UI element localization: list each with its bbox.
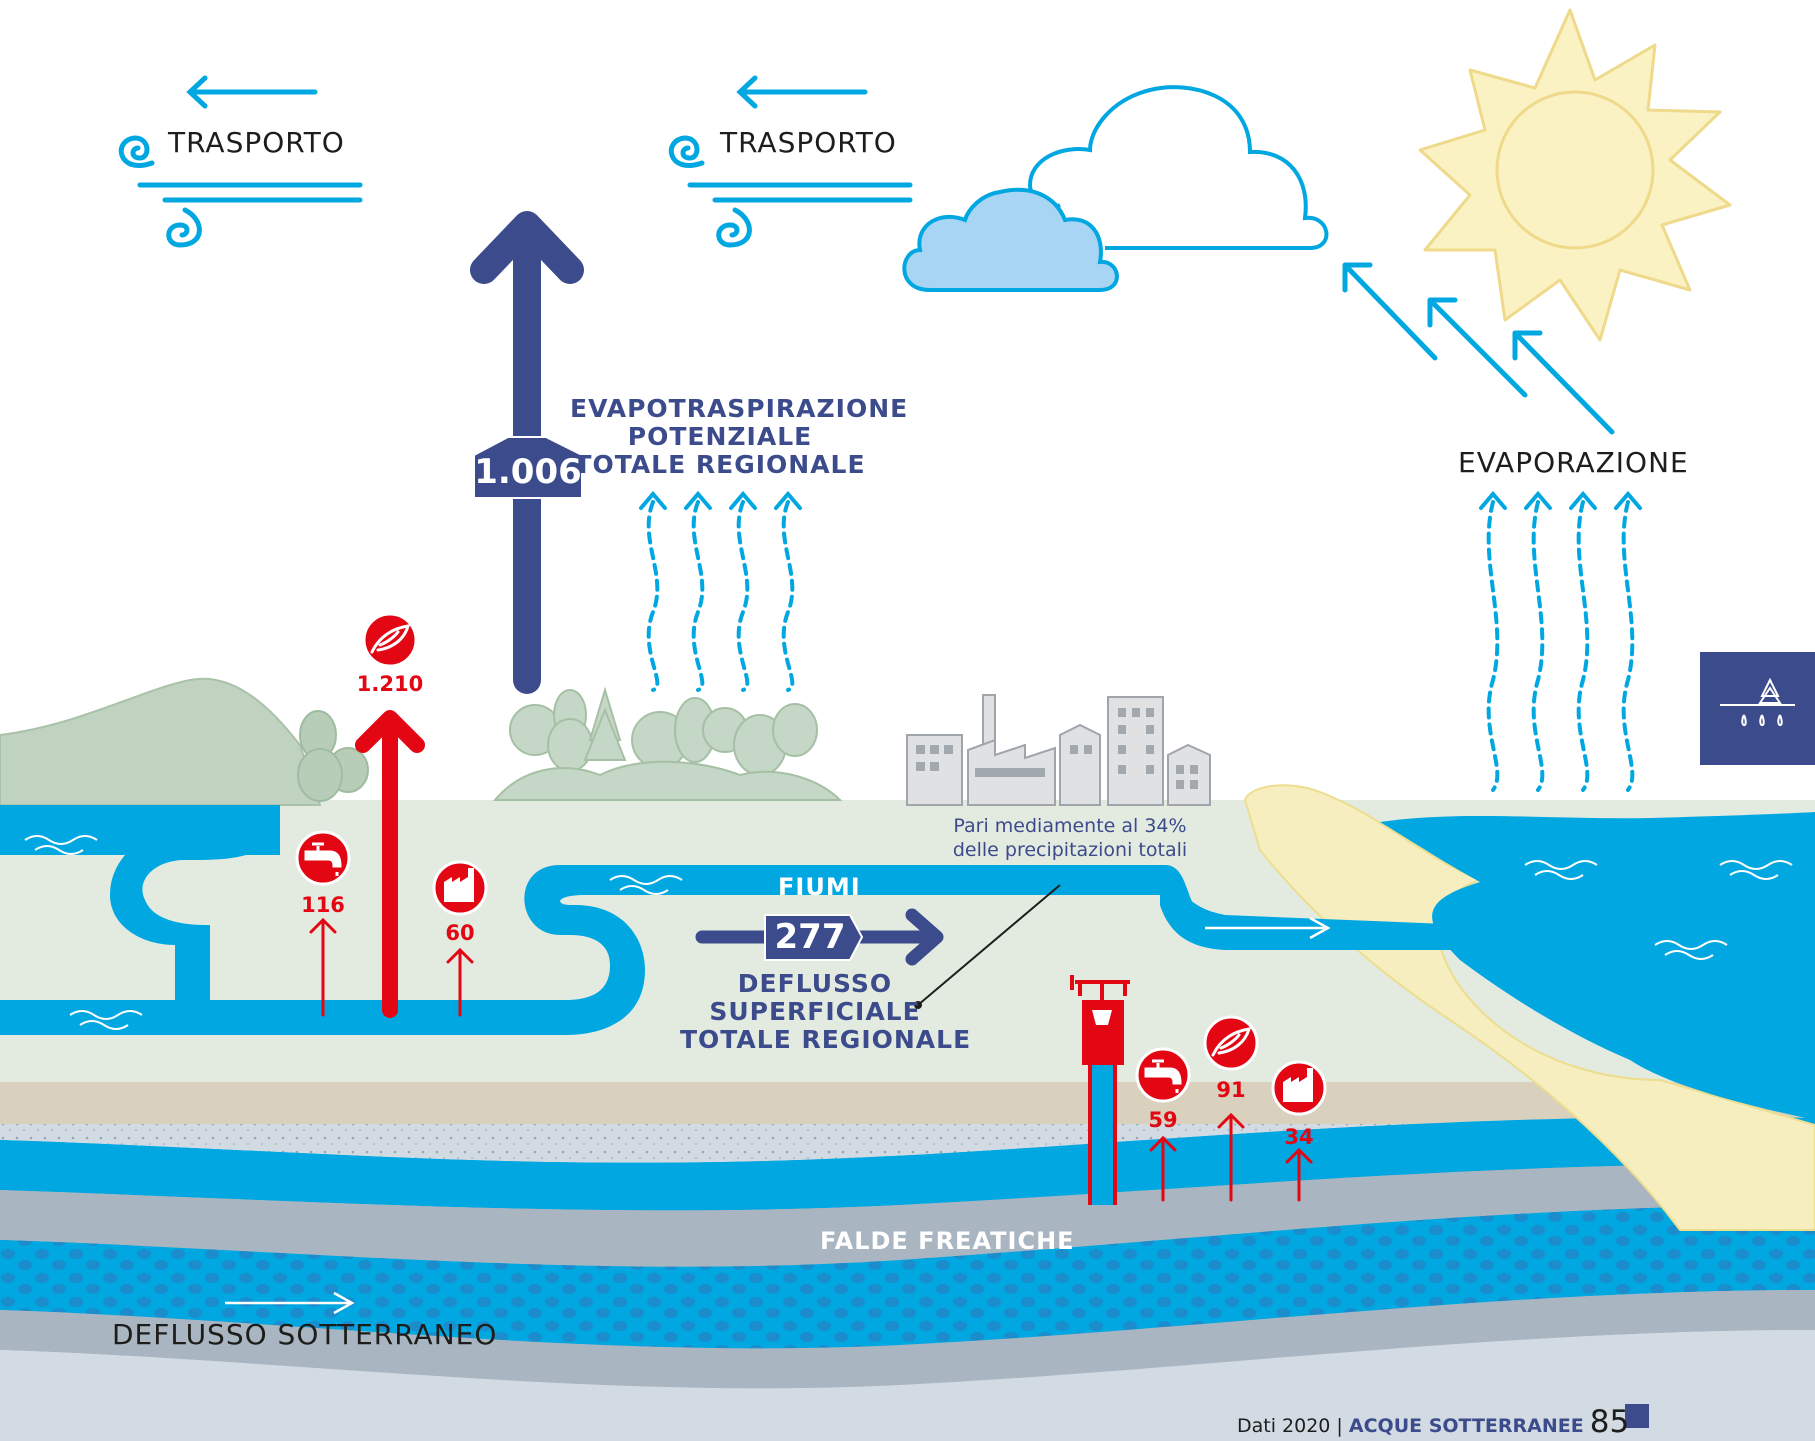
factory-icon-ground <box>1271 1060 1327 1116</box>
beach <box>1243 784 1815 1231</box>
transport-label-left: TRASPORTO <box>168 126 345 159</box>
withdrawal-arrows <box>309 710 1313 1202</box>
well-icon <box>1070 975 1130 1205</box>
groundwater-flow-label: DEFLUSSO SOTTERRANEO <box>112 1318 498 1351</box>
irrigation-icon-ground <box>1203 1015 1259 1071</box>
irrigation-icon-surface <box>362 612 418 668</box>
sun-icon <box>1418 8 1732 342</box>
surface-industrial-value: 60 <box>445 921 475 945</box>
flow-arrow-river <box>1205 916 1331 940</box>
tap-icon-surface <box>295 830 351 886</box>
transport-label-middle: TRASPORTO <box>720 126 897 159</box>
footer-prefix: Dati 2020 | <box>1237 1415 1349 1437</box>
lowest-rock <box>0 1290 1815 1389</box>
evapotranspiration-line-3: TOTALE REGIONALE <box>574 450 866 479</box>
evaporation-arrows <box>1342 262 1615 435</box>
factory-windows <box>916 708 1198 789</box>
wind-icon-left <box>118 75 363 248</box>
note-leader-line <box>914 884 1061 1009</box>
runoff-note: Pari mediamente al 34% delle precipitazi… <box>940 814 1200 862</box>
evapotranspiration-label: EVAPOTRASPIRAZIONE POTENZIALE TOTALE REG… <box>570 394 909 479</box>
footer-section: ACQUE SOTTERRANEE <box>1348 1415 1584 1437</box>
runoff-value: 277 <box>774 917 846 957</box>
waves <box>24 835 1793 1030</box>
cloud-white <box>1027 85 1329 250</box>
factory-icon-surface <box>432 860 488 916</box>
runoff-line-2: SUPERFICIALE <box>709 997 921 1026</box>
soil-band <box>0 1082 1815 1124</box>
wind-icon-middle <box>668 75 913 248</box>
evaporation-dashed-arrows <box>1486 500 1635 792</box>
tree-water-icon <box>1720 677 1795 706</box>
rivers-label: FIUMI <box>778 873 861 901</box>
surface-irrigation-value: 1.210 <box>356 672 424 696</box>
evapotranspiration-line-2: POTENZIALE <box>627 422 813 451</box>
sea <box>1380 812 1815 1120</box>
ground-civil-value: 59 <box>1148 1108 1178 1132</box>
footer-square <box>1625 1404 1649 1428</box>
page-number: 85 <box>1589 1404 1630 1440</box>
runoff-badge <box>764 914 864 961</box>
footer: Dati 2020 | ACQUE SOTTERRANEE 85 <box>1237 1404 1629 1440</box>
section-tab[interactable] <box>1700 652 1815 765</box>
runoff-line-1: DEFLUSSO <box>737 969 893 998</box>
evapotranspiration-dashed-arrows <box>646 500 795 692</box>
ground-industrial-value: 34 <box>1284 1125 1314 1149</box>
evapotranspiration-value: 1.006 <box>474 452 582 492</box>
evapotranspiration-line-1: EVAPOTRASPIRAZIONE <box>570 394 909 423</box>
runoff-line-3: TOTALE REGIONALE <box>680 1025 972 1054</box>
flow-arrow-groundwater <box>225 1291 355 1315</box>
lake-river <box>0 805 1215 1035</box>
runoff-note-line-1: Pari mediamente al 34% <box>953 815 1187 837</box>
evaporation-label: EVAPORAZIONE <box>1458 446 1689 479</box>
surface-civil-value: 116 <box>301 893 345 917</box>
cloud-blue <box>902 187 1119 292</box>
lower-gravel-lines <box>0 1164 1815 1267</box>
hill <box>0 677 322 806</box>
ground-irrigation-value: 91 <box>1216 1078 1246 1102</box>
evapotranspiration-badge <box>473 436 583 499</box>
trees-left <box>297 710 369 802</box>
aquifers-label: FALDE FREATICHE <box>820 1227 1075 1255</box>
upper-water-table <box>0 1116 1815 1211</box>
runoff-label: DEFLUSSO SUPERFICIALE TOTALE REGIONALE <box>680 969 972 1054</box>
runoff-note-line-2: delle precipitazioni totali <box>952 839 1188 861</box>
trees-middle <box>492 686 843 801</box>
tap-icon-ground <box>1135 1047 1191 1103</box>
